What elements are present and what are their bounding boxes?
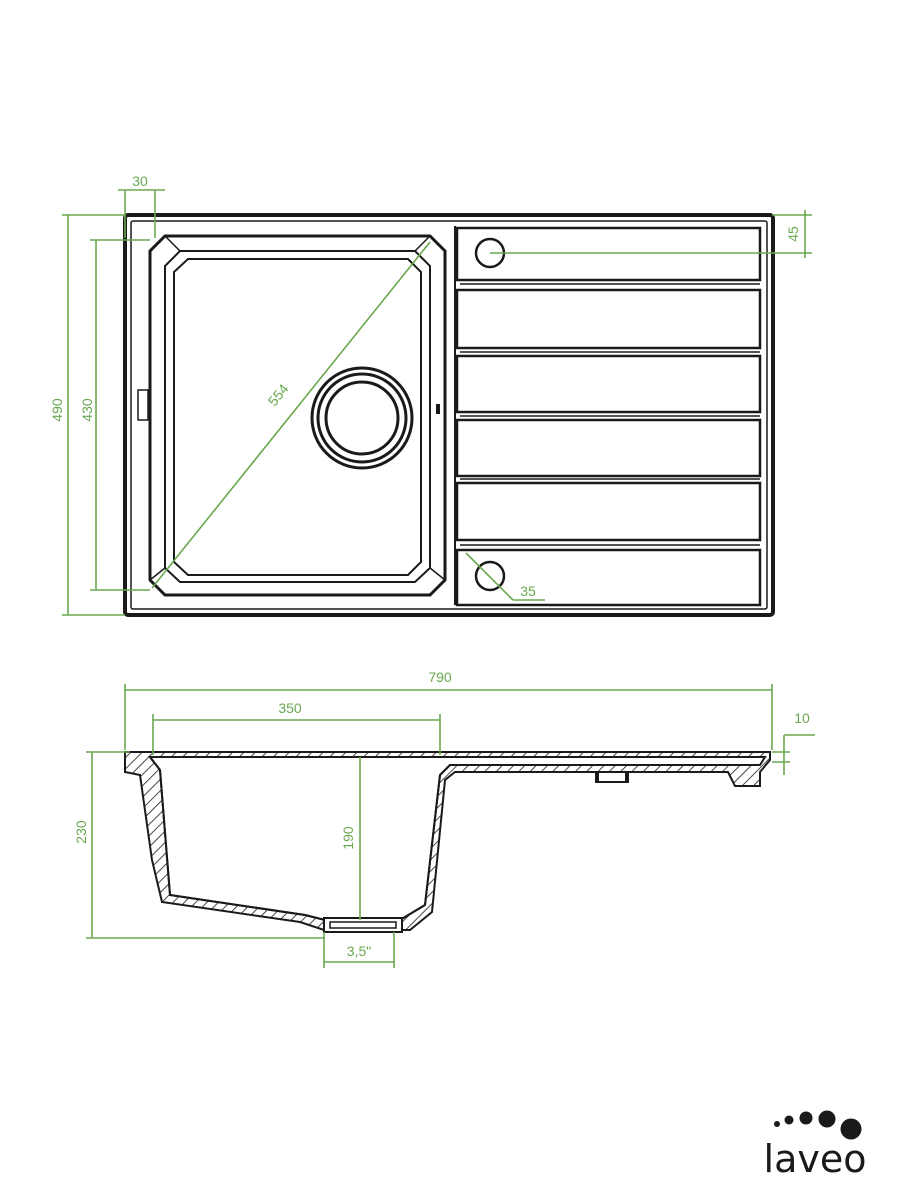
dim-total-height: 230 [73, 820, 89, 844]
top-view: 30 490 430 554 45 35 [49, 173, 812, 617]
dim-bowl-width: 350 [278, 700, 302, 716]
drain-icon [310, 366, 414, 470]
side-view: 790 350 10 230 190 3,5" [73, 669, 815, 968]
tap-hole-bottom-icon [474, 560, 506, 592]
dim-bowl-depth: 430 [79, 398, 95, 422]
dim-total-depth: 490 [49, 398, 65, 422]
dim-tap-hole-diameter: 35 [520, 583, 536, 599]
laveo-logo: laveo [764, 1110, 867, 1181]
dim-rim-thickness: 10 [794, 710, 810, 726]
dim-flange-width: 30 [132, 173, 148, 189]
logo-text: laveo [764, 1137, 867, 1181]
dim-waste-size: 3,5" [347, 943, 371, 959]
sink-inner-rim [130, 220, 768, 610]
overflow-slot [137, 389, 149, 421]
dim-bowl-height: 190 [340, 826, 356, 850]
dim-total-length: 790 [428, 669, 452, 685]
dim-bowl-diagonal: 554 [265, 381, 292, 409]
drainboard [454, 226, 762, 607]
sink-outer-outline [123, 213, 775, 617]
side-view-dimensions: 790 350 10 230 190 3,5" [73, 669, 815, 968]
dim-tap-hole-offset: 45 [785, 226, 801, 242]
waste-outlet [323, 917, 403, 933]
